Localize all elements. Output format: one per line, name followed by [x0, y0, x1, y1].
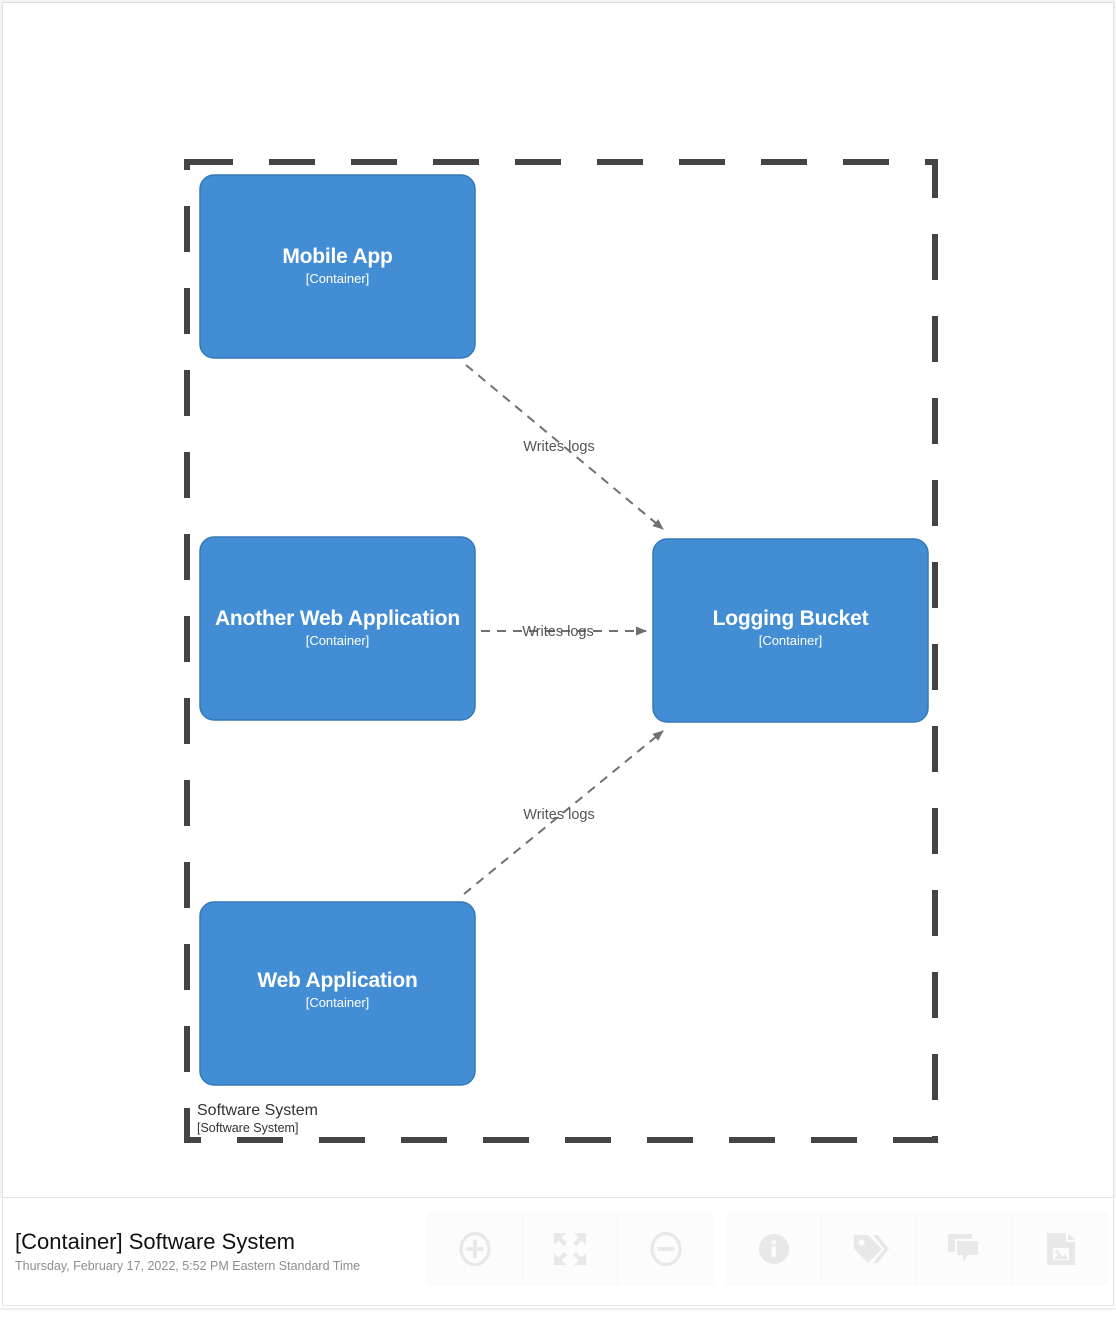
comments-button[interactable]: [917, 1214, 1012, 1284]
zoom-out-button[interactable]: [618, 1214, 713, 1284]
fit-to-screen-icon: [550, 1229, 590, 1269]
comments-icon: [944, 1229, 984, 1269]
relationship-mobile-app-to-logging-bucket[interactable]: [465, 364, 664, 530]
export-image-icon: [1040, 1229, 1080, 1269]
fit-to-screen-button[interactable]: [523, 1214, 618, 1284]
node-logging-bucket[interactable]: [652, 538, 929, 723]
zoom-in-button[interactable]: [428, 1214, 523, 1284]
footer-divider: [0, 1308, 1116, 1310]
info-icon: [754, 1229, 794, 1269]
zoom-toolbar-group: [427, 1213, 714, 1285]
node-another-web-application[interactable]: [199, 536, 476, 721]
diagram-footer: [Container] Software System Thursday, Fe…: [0, 1198, 1116, 1320]
diagram-svg: [184, 159, 938, 1143]
node-web-application[interactable]: [199, 901, 476, 1086]
tags-button[interactable]: [822, 1214, 917, 1284]
footer-panel: [Container] Software System Thursday, Fe…: [2, 1198, 1114, 1306]
export-image-button[interactable]: [1012, 1214, 1107, 1284]
extra-toolbar-group: [726, 1213, 1108, 1285]
title-block: [Container] Software System Thursday, Fe…: [15, 1229, 360, 1275]
node-mobile-app[interactable]: [199, 174, 476, 359]
software-system-boundary[interactable]: [184, 159, 938, 1143]
zoom-in-icon: [455, 1229, 495, 1269]
info-button[interactable]: [727, 1214, 822, 1284]
tags-icon: [849, 1229, 889, 1269]
diagram-canvas[interactable]: Mobile App [Container] Another Web Appli…: [2, 2, 1114, 1198]
zoom-out-icon: [646, 1229, 686, 1269]
relationship-web-application-to-logging-bucket[interactable]: [463, 730, 664, 895]
diagram-timestamp: Thursday, February 17, 2022, 5:52 PM Eas…: [15, 1259, 361, 1273]
page-title: [Container] Software System: [15, 1229, 296, 1254]
